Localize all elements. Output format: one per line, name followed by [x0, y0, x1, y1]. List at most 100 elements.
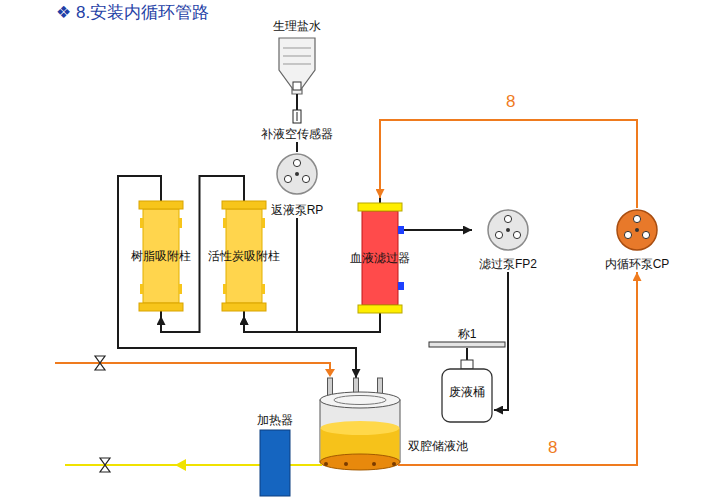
- column-lug: [140, 218, 143, 228]
- reservoir-bottom: [320, 454, 400, 470]
- pipe-stub: [243, 311, 245, 316]
- filter-port: [398, 282, 404, 290]
- pipe-connector: [296, 142, 298, 152]
- pipe-connector: [296, 104, 298, 110]
- reservoir-bolt: [392, 462, 396, 466]
- pump-head: [488, 210, 528, 250]
- node-label: 加热器: [257, 412, 293, 428]
- pump-axle: [635, 228, 639, 232]
- pipe-connector: [244, 316, 380, 332]
- reservoir-bolt: [372, 462, 376, 466]
- pipe-connector: [118, 176, 356, 378]
- pump-symbol: 返液泵RP: [262, 152, 332, 218]
- air-sensor: 补液空传感器: [257, 110, 337, 142]
- pipe-stub: [398, 464, 404, 466]
- pipe-stub: [404, 229, 414, 231]
- node-label: 补液空传感器: [261, 126, 333, 142]
- bottle-neck: [461, 360, 473, 369]
- edge-label-box: 8: [546, 438, 559, 458]
- node-label: 双腔储液池: [408, 438, 468, 454]
- inlet-arrowhead: [325, 369, 335, 377]
- pump-symbol: 内循环泵CP: [598, 208, 676, 272]
- column-lug: [140, 284, 143, 294]
- node-label: 废液桶: [449, 384, 485, 400]
- adsorption-column: 树脂吸附柱: [127, 196, 195, 316]
- pump-axle: [295, 172, 299, 176]
- pump-roller: [642, 231, 649, 238]
- pipe-stub: [243, 196, 245, 201]
- node-label: 返液泵RP: [271, 202, 324, 218]
- column-lug: [223, 218, 226, 228]
- reservoir-liquid-top: [321, 421, 400, 435]
- heater: 加热器: [253, 412, 297, 496]
- pump-roller: [302, 175, 309, 182]
- pump-roller: [513, 231, 520, 238]
- bag-tip: [296, 94, 298, 104]
- node-label: 生理盐水: [273, 18, 321, 34]
- saline-bag: 生理盐水: [266, 18, 328, 104]
- pipe-connector: [494, 272, 508, 410]
- column-lug: [262, 218, 265, 228]
- node-label: 滤过泵FP2: [479, 256, 537, 272]
- bag-clamp: [293, 82, 301, 90]
- reservoir-symbol: [316, 378, 404, 474]
- column-cap: [358, 305, 402, 313]
- pump-roller: [495, 231, 502, 238]
- pump-roller: [284, 175, 291, 182]
- pump-head: [277, 154, 317, 194]
- node-label: 称1: [458, 326, 477, 342]
- column-lug: [262, 284, 265, 294]
- column-cap: [222, 303, 266, 311]
- filter-port: [398, 226, 404, 234]
- pipe-connector: [297, 464, 316, 466]
- reservoir-partition: [334, 396, 386, 405]
- bag-body: [279, 38, 315, 94]
- title-box: ❖ 8.安装内循环管路: [56, 2, 209, 24]
- outlet-arrowhead: [175, 459, 186, 471]
- node-label: 活性炭吸附柱: [208, 248, 280, 264]
- valve-symbol: [95, 356, 105, 370]
- heater-body: [260, 430, 290, 496]
- scale-platform: [429, 342, 505, 347]
- column-lug: [223, 284, 226, 294]
- pipe-stub: [316, 464, 322, 466]
- sensor-body: [293, 110, 301, 123]
- pump-head: [617, 210, 657, 250]
- node-label: 树脂吸附柱: [131, 248, 191, 264]
- pipe-connector: [414, 229, 472, 231]
- column-lug: [179, 284, 182, 294]
- pump-roller: [624, 231, 631, 238]
- callout-number: 8: [504, 92, 517, 112]
- pump-roller: [293, 159, 300, 166]
- column-lug: [179, 218, 182, 228]
- column-cap: [358, 203, 402, 211]
- waste-bottle: 废液桶: [440, 360, 494, 424]
- bottle-body: [442, 369, 492, 422]
- reservoir: 双腔储液池: [316, 378, 404, 474]
- node-label: 内循环泵CP: [605, 256, 670, 272]
- pipe-stub: [379, 198, 381, 203]
- pipe-connector: [404, 272, 637, 465]
- column-cap: [139, 303, 183, 311]
- pipe-stub: [160, 196, 162, 201]
- pipe-connector: [466, 348, 468, 360]
- reservoir-bolt: [344, 462, 348, 466]
- hemofilter: 血液滤过器: [346, 198, 414, 318]
- pipe-connector: [380, 120, 637, 208]
- sensor-core: [297, 112, 298, 121]
- column-cap: [139, 201, 183, 209]
- reservoir-bolt: [324, 462, 328, 466]
- pump-roller: [504, 215, 511, 222]
- pump-axle: [506, 228, 510, 232]
- callout-number: 8: [546, 438, 559, 458]
- edge-label-box: 8: [504, 92, 517, 112]
- reservoir-lid: [320, 392, 400, 408]
- reservoir-body: [320, 400, 400, 462]
- column-cap: [222, 201, 266, 209]
- scale: 称1: [429, 326, 505, 348]
- pump-symbol: 滤过泵FP2: [472, 208, 544, 272]
- page-title: ❖ 8.安装内循环管路: [56, 3, 209, 22]
- valve-symbol: [100, 458, 110, 472]
